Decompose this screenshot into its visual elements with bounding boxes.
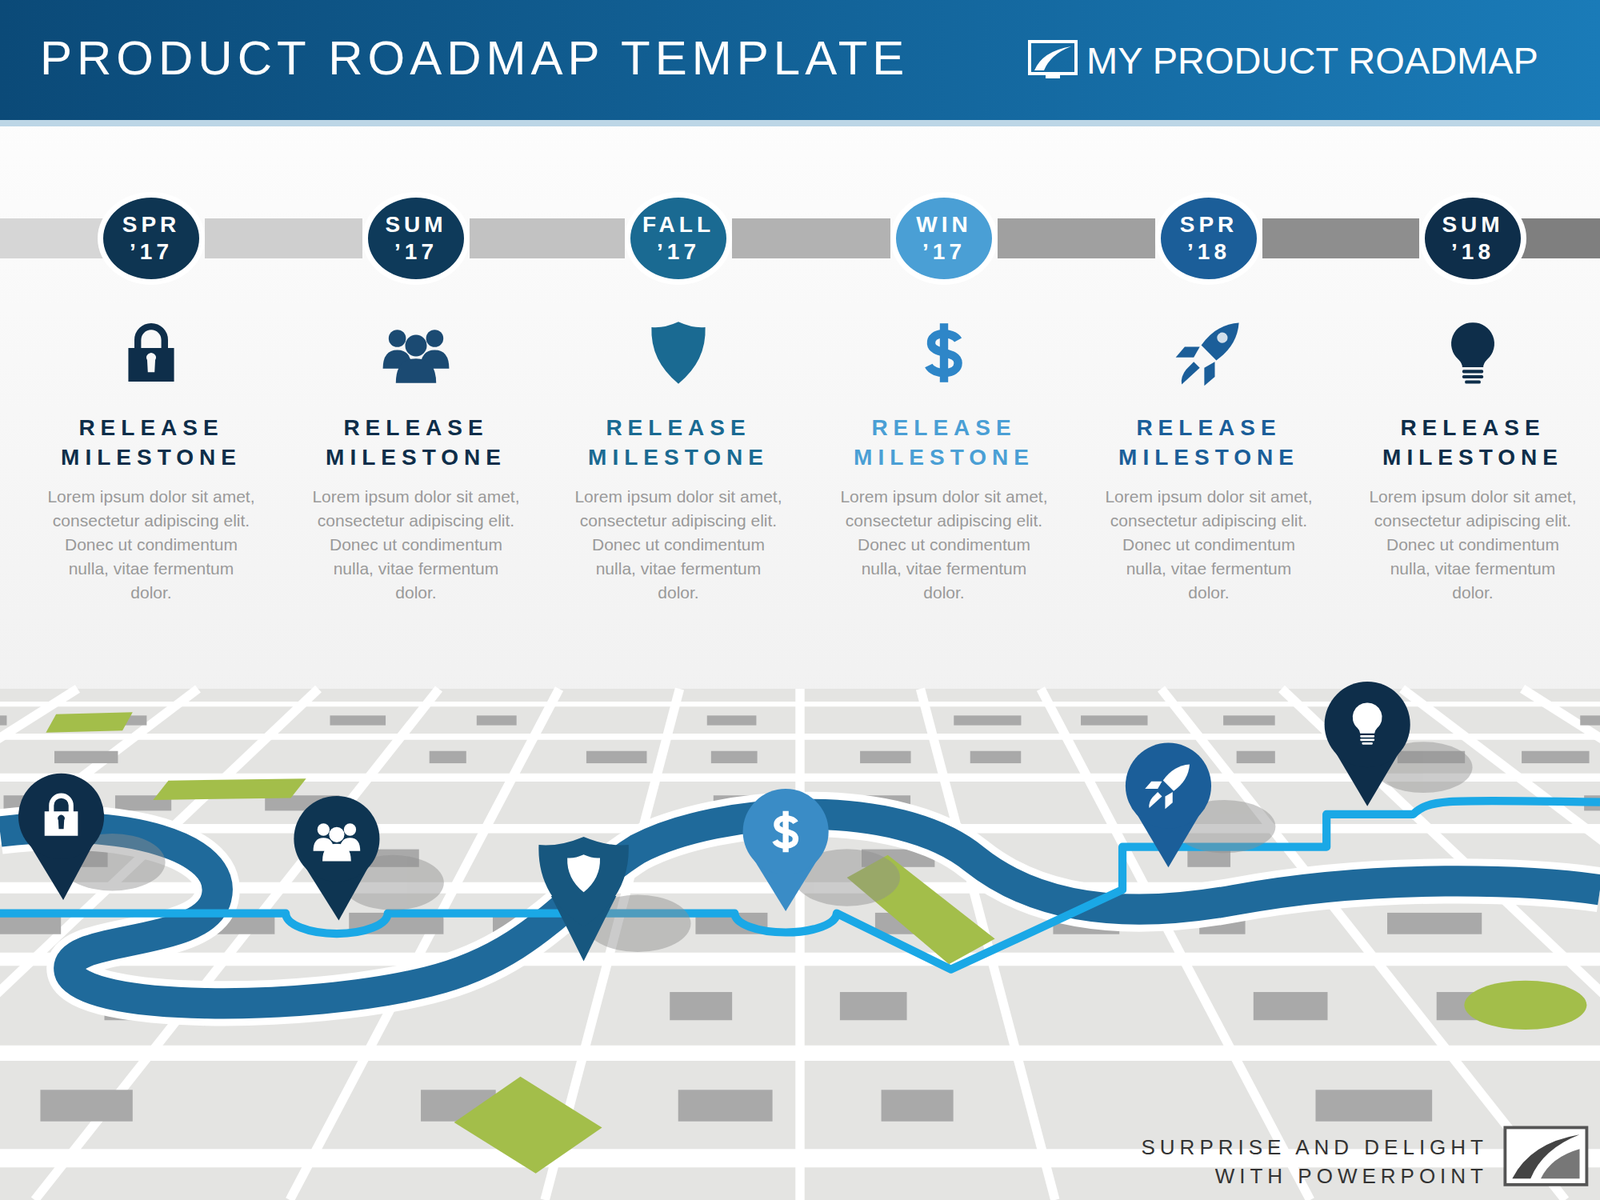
milestone-description: Lorem ipsum dolor sit amet, consectetur … [1368,484,1578,605]
milestone-heading: RELEASE MILESTONE [1080,412,1337,472]
timeline-bar [204,218,363,259]
timeline-bar [1262,218,1420,259]
season-circle: WIN ’17 [890,192,998,285]
milestone-description: Lorem ipsum dolor sit amet, consectetur … [573,484,784,605]
milestone-description: Lorem ipsum dolor sit amet, consectetur … [46,484,256,605]
season-circle: FALL ’17 [624,192,732,285]
milestone-heading: RELEASE MILESTONE [288,412,544,472]
season-label: SPR ’18 [1167,211,1251,266]
season-label: SUM ’18 [1431,211,1515,266]
season-label: FALL ’17 [636,211,720,266]
timeline-bar [997,218,1156,259]
title-underline [0,120,1600,127]
season-label: WIN ’17 [902,211,986,266]
milestone-description: Lorem ipsum dolor sit amet, consectetur … [1104,484,1314,605]
buildings [0,715,1600,1121]
milestone-heading: RELEASE MILESTONE [1344,412,1600,472]
footer-logo [1504,1127,1587,1184]
page-title: PRODUCT ROADMAP TEMPLATE [40,30,909,86]
milestone-description: Lorem ipsum dolor sit amet, consectetur … [311,484,521,605]
header-logo [1028,40,1078,80]
season-circle: SUM ’18 [1419,192,1527,285]
parks [45,712,1587,1174]
season-label: SPR ’17 [109,211,193,266]
timeline-bar [469,218,625,259]
timeline-bar [732,218,891,259]
season-label: SUM ’17 [374,211,458,266]
milestone-heading: RELEASE MILESTONE [550,412,807,472]
season-circle: SPR ’18 [1155,192,1263,285]
header-brand: MY PRODUCT ROADMAP [1086,38,1539,83]
map-pins [18,681,1411,961]
footer-tagline: SURPRISE AND DELIGHT WITH POWERPOINT [1088,1132,1488,1191]
milestone-heading: RELEASE MILESTONE [816,412,1072,472]
season-circle: SUM ’17 [362,192,470,285]
milestone-heading: RELEASE MILESTONE [23,412,280,472]
milestone-description: Lorem ipsum dolor sit amet, consectetur … [839,484,1049,605]
season-circle: SPR ’17 [97,192,205,285]
pin-shadows [59,741,1473,952]
